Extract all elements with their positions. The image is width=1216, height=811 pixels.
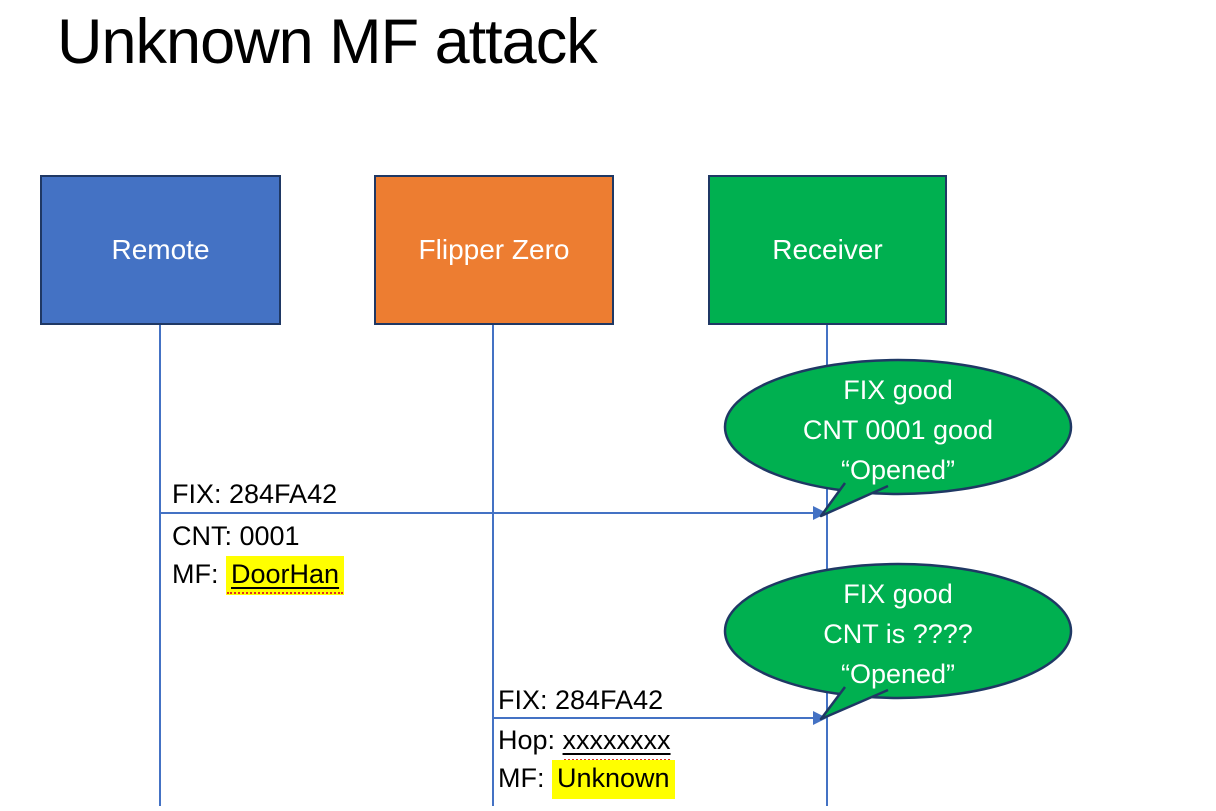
- actor-label-remote: Remote: [111, 234, 210, 265]
- bubble2-line3: “Opened”: [840, 659, 956, 689]
- lifeline-remote: [159, 325, 161, 806]
- message1-label-mf: MF: DoorHan: [172, 556, 345, 595]
- speech-bubble-tail: [819, 482, 889, 518]
- message2-mf-prefix: MF:: [498, 763, 552, 793]
- speech-bubble-1-text: FIX good CNT 0001 good “Opened”: [724, 370, 1072, 490]
- actor-box-receiver: Receiver: [708, 175, 947, 325]
- actor-label-flipper-zero: Flipper Zero: [418, 234, 570, 265]
- actor-label-receiver: Receiver: [772, 234, 883, 265]
- lifeline-receiver: [826, 325, 828, 806]
- message1-label-fix: FIX: 284FA42: [172, 479, 338, 509]
- message2-hop-value-underlined: xxxxxxxx: [562, 725, 671, 761]
- lifeline-flipper-zero: [492, 325, 494, 806]
- bubble2-line1: FIX good: [843, 579, 953, 609]
- message1-mf-value-highlighted: DoorHan: [226, 556, 345, 595]
- message2-mf-value-highlighted: Unknown: [552, 760, 675, 799]
- message-line-flipper-to-receiver: [493, 717, 816, 719]
- actor-box-remote: Remote: [40, 175, 281, 325]
- bubble1-line1: FIX good: [843, 375, 953, 405]
- speech-bubble-tail: [819, 686, 889, 721]
- arrowhead-icon: [813, 506, 827, 520]
- speech-bubble-ellipse: [723, 358, 1073, 496]
- message2-hop-prefix: Hop:: [498, 725, 563, 755]
- speech-bubble-1: [723, 358, 1073, 518]
- bubble1-line2: CNT 0001 good: [802, 415, 994, 445]
- speech-bubble-2-text: FIX good CNT is ???? “Opened”: [724, 574, 1072, 694]
- speech-bubble-2: [723, 562, 1073, 721]
- actor-box-flipper-zero: Flipper Zero: [374, 175, 614, 325]
- message1-mf-prefix: MF:: [172, 559, 226, 589]
- message1-label-cnt: CNT: 0001: [172, 521, 300, 551]
- slide-title: Unknown MF attack: [57, 7, 598, 77]
- bubble2-line2: CNT is ????: [823, 619, 973, 649]
- bubble1-line3: “Opened”: [840, 455, 956, 485]
- message-line-remote-to-receiver: [160, 512, 816, 514]
- speech-bubble-ellipse: [723, 562, 1073, 700]
- message2-label-mf: MF: Unknown: [498, 760, 675, 799]
- message2-label-fix: FIX: 284FA42: [498, 685, 664, 715]
- message2-label-hop: Hop: xxxxxxxx: [498, 724, 671, 761]
